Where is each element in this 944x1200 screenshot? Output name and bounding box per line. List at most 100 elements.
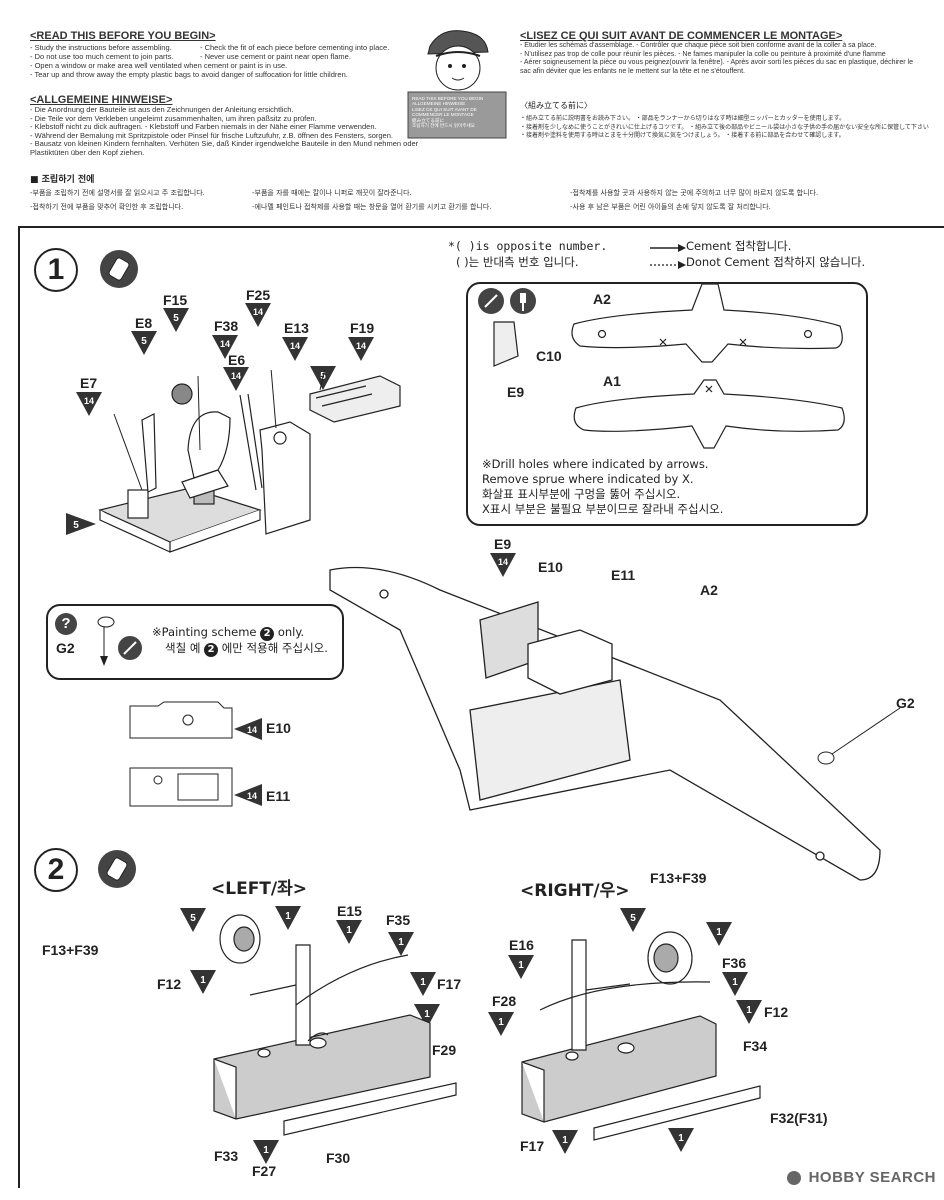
paint-code-value: 5 — [190, 913, 196, 924]
part-label-f12-right: F12 — [764, 1004, 789, 1020]
paint-code-value: 1 — [716, 927, 722, 938]
intro-french: <LISEZ CE QUI SUIT AVANT DE COMMENCER LE… — [520, 30, 920, 76]
paint-code-triangle: 5 — [131, 331, 157, 355]
paint-note-ko: 색칠 예 2 에만 적용해 주십시오. — [165, 641, 328, 657]
paint-code-triangle: 14 — [76, 392, 102, 416]
mascot-sign-line: 조립하기 전에 반드시 읽어주세요 — [412, 123, 475, 129]
paint-code-value: 14 — [247, 725, 257, 735]
mascot-sign-line: COMMENCER LE MONTAGE — [412, 112, 474, 118]
intro-en-line: - Check the fit of each piece before cem… — [200, 43, 390, 52]
intro-en-heading: <READ THIS BEFORE YOU BEGIN> — [30, 30, 216, 42]
paint-code-value: 1 — [200, 975, 206, 986]
cockpit-assembly-drawing — [98, 370, 401, 553]
paint-code-value: 1 — [498, 1017, 504, 1028]
part-label-a2: A2 — [593, 291, 611, 307]
part-label-e16: E16 — [509, 937, 534, 953]
part-label-e6: E6 — [228, 352, 246, 368]
part-label-e15: E15 — [337, 903, 362, 919]
part-label-f28: F28 — [492, 993, 517, 1009]
drill-note-line: 화살표 표시부분에 구멍을 뚫어 주십시오. — [482, 487, 681, 501]
paint-code-value: 1 — [346, 925, 352, 936]
part-label-f12-left: F12 — [157, 976, 182, 992]
intro-de-line: - Klebstoff nicht zu dick auftragen. - K… — [30, 122, 377, 132]
paint-code-triangle: 14 — [212, 335, 238, 359]
intro-en-line: - Do not use too much cement to join par… — [30, 52, 174, 61]
paint-code-value: 5 — [73, 520, 79, 531]
part-label-e10: E10 — [538, 559, 563, 575]
part-label-f30: F30 — [326, 1150, 351, 1166]
part-label-f13-f39-left: F13+F39 — [42, 942, 99, 958]
drill-note-line: ※Drill holes where indicated by arrows. — [482, 457, 709, 471]
wing-assembly-drawing — [329, 566, 881, 881]
part-label-g2-wing: G2 — [896, 695, 915, 711]
part-label-f34: F34 — [743, 1038, 768, 1054]
paint-code-triangle: 1 — [552, 1130, 578, 1154]
step-2-number: 2 — [34, 848, 78, 892]
part-label-e11-sub: E11 — [266, 788, 291, 804]
intro-fr-line: - Etudier les schémas d'assemblage. - Co… — [520, 42, 877, 49]
intro-de-heading: <ALLGEMEINE HINWEISE> — [30, 94, 173, 106]
step-1-number: 1 — [34, 248, 78, 292]
paint-code-triangle: 14 — [282, 337, 308, 361]
drill-note-line: Remove sprue where indicated by X. — [482, 472, 694, 486]
g2-part-drawing — [97, 616, 142, 666]
paint-code-triangle: 1 — [336, 920, 362, 944]
intro-fr-line: sac afin déviter que les enfants ne le m… — [520, 67, 745, 75]
paint-note-en: ※Painting scheme 2 only. — [152, 625, 305, 641]
paint-code-value: 14 — [498, 557, 508, 567]
left-gear-title: <LEFT/좌> — [211, 879, 307, 899]
paint-code-value: 1 — [562, 1135, 568, 1146]
drill-holes-panel — [466, 282, 868, 526]
legend-opposite-number: *( )is opposite number. — [448, 239, 608, 253]
paint-code-value: 14 — [220, 339, 230, 349]
antenna-part-drawing — [817, 707, 901, 765]
question-icon: ? — [55, 613, 77, 635]
intro-german: <ALLGEMEINE HINWEISE> - Die Anordnung de… — [30, 94, 420, 158]
paint-code-value: 5 — [141, 336, 147, 347]
part-label-f32-f31: F32(F31) — [770, 1110, 828, 1126]
part-label-a1: A1 — [603, 373, 621, 389]
paint-code-triangle: 1 — [736, 1000, 762, 1024]
paint-code-value: 14 — [231, 371, 241, 381]
left-landing-gear-drawing — [213, 914, 457, 1136]
mascot-sign-line: LISEZ CE QUI SUIT AVANT DE — [412, 106, 477, 112]
paint-code-triangle: 14 — [490, 553, 516, 577]
paint-code-value: 1 — [518, 960, 524, 971]
paint-code-triangle: 14 — [234, 718, 262, 740]
wing-halves-drawing — [493, 284, 845, 449]
paint-code-value: 1 — [678, 1133, 684, 1144]
intro-jp-line: ・接着剤や塗料を使用する時はとまを十分開けて換気に気をつけましょう。 ・接着する… — [520, 133, 845, 140]
no-cement-arrow-icon — [650, 257, 686, 275]
part-label-f35: F35 — [386, 912, 411, 928]
paint-code-triangle: 5 — [66, 513, 96, 535]
paint-code-triangle: 1 — [414, 1004, 440, 1028]
intro-en-line: - Tear up and throw away the empty plast… — [30, 70, 348, 79]
part-label-f36: F36 — [722, 955, 747, 971]
intro-fr-line: - N'utilisez pas trop de colle pour réun… — [520, 50, 886, 58]
intro-ko-line: -접착제를 사용할 곳과 사용하지 않는 곳에 주의하고 너무 많이 바르지 않… — [570, 189, 819, 197]
part-label-e9-panel: E9 — [507, 384, 525, 400]
paint-code-triangle: 14 — [245, 303, 271, 327]
paint-code-triangle: 1 — [488, 1012, 514, 1036]
part-label-a2-wing: A2 — [700, 582, 718, 598]
part-label-f29: F29 — [432, 1042, 457, 1058]
legend-no-cement: Donot Cement 접착하지 않습니다. — [686, 255, 866, 269]
mascot-sign-line: ALLGEMEINE HINWEISE — [412, 101, 466, 107]
paint-code-value: 1 — [732, 977, 738, 988]
part-label-e10-sub: E10 — [266, 720, 291, 736]
intro-fr-line: - Aérer soigneusement la pièce ou vous p… — [520, 59, 913, 67]
paint-code-triangle: 5 — [180, 908, 206, 932]
intro-japanese: 〈組み立てる前に〉 ・組み立てる前に説明書をお読み下さい。 ・部品をランナーから… — [520, 100, 930, 141]
legend-opposite-number-ko: ( )는 반대측 번호 입니다. — [456, 255, 579, 269]
intro-de-line: - Bausatz von kleinen Kindern fernhalten… — [30, 139, 419, 149]
part-label-f17-right: F17 — [520, 1138, 545, 1154]
intro-de-line: - Die Teile vor dem Verkleben ungeleimt … — [30, 113, 317, 123]
intro-ko-line: -에나멜 페인트나 접착제를 사용할 때는 창문을 열어 환기를 시키고 환기를… — [252, 203, 492, 211]
instruction-frame — [18, 226, 944, 1188]
intro-de-line: - Die Anordnung der Bauteile ist aus den… — [30, 105, 294, 114]
intro-english: <READ THIS BEFORE YOU BEGIN> - Study the… — [30, 30, 410, 90]
intro-ko-line: -사용 후 남은 부품은 어린 아이들의 손에 닿지 않도록 잘 처리합니다. — [570, 203, 771, 211]
part-label-g2-paint: G2 — [56, 640, 75, 656]
mascot-illustration: READ THIS BEFORE YOU BEGIN ALLGEMEINE HI… — [402, 18, 512, 140]
cement-arrow-icon — [650, 240, 686, 258]
